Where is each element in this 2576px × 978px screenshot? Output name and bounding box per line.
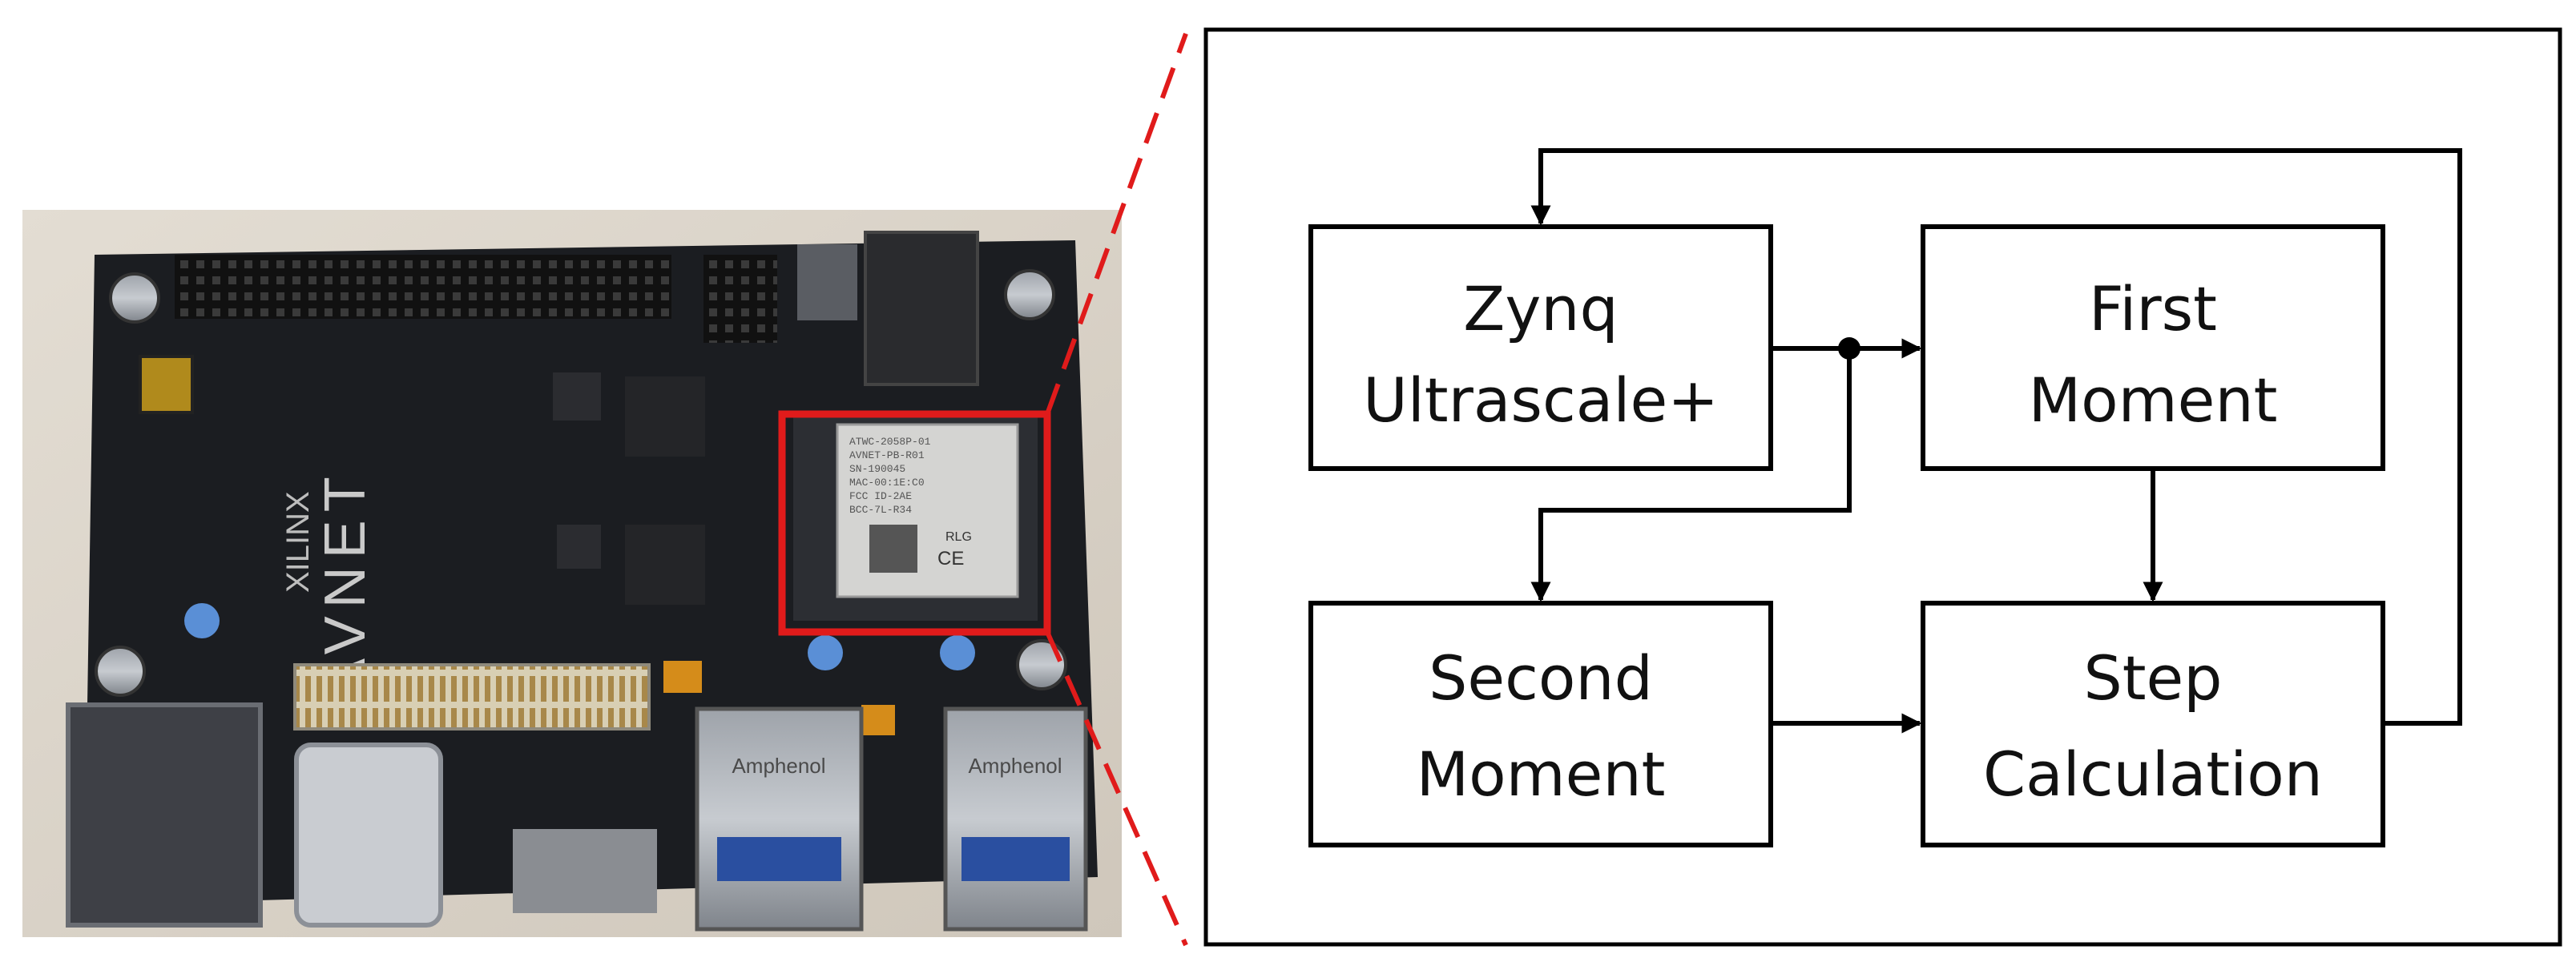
ic-chip <box>553 372 601 421</box>
node-step-calculation: Step Calculation <box>1921 601 2385 847</box>
power-jack <box>864 231 979 386</box>
node-second-line-2: Moment <box>1417 739 1666 810</box>
node-zynq-line-2: Ultrascale+ <box>1363 364 1719 436</box>
usb-small <box>797 244 857 320</box>
node-step-line-2: Calculation <box>1983 739 2323 810</box>
board-brand-silkscreen: AVNET <box>313 469 377 697</box>
zoom-leader-bottom <box>1045 630 1188 947</box>
diagram: Zynq Ultrascale+ First Moment Second Mom… <box>1308 148 2462 847</box>
small-header <box>703 255 777 343</box>
user-button <box>808 635 843 670</box>
mount-screw <box>1004 269 1055 320</box>
node-first-line-1: First <box>2089 273 2217 344</box>
node-step-line-1: Step <box>2083 642 2222 714</box>
chip-text-line: AVNET-PB-R01 <box>849 449 925 461</box>
edge-zynq-to-second <box>1530 348 1852 602</box>
connector-text-2: Amphenol <box>968 754 1062 778</box>
chip-text-line: FCC ID-2AE <box>849 490 912 502</box>
wifi-module: ATWC-2058P-01AVNET-PB-R01SN-190045MAC-00… <box>793 417 1038 621</box>
connector-text-1: Amphenol <box>732 754 825 778</box>
board-vendor-silkscreen: XILINX <box>280 491 316 593</box>
boot-switch <box>139 355 194 414</box>
gpio-header <box>175 255 671 319</box>
usb-port-2: Amphenol <box>943 706 1088 932</box>
user-button <box>184 603 220 638</box>
edge-step-to-zynq <box>1530 148 2462 726</box>
mount-screw <box>1016 639 1067 690</box>
qr-code <box>869 525 917 573</box>
chip-text-line: BCC-7L-R34 <box>849 504 912 516</box>
display-port <box>513 829 657 913</box>
user-button <box>940 635 975 670</box>
node-first-line-2: Moment <box>2029 364 2278 436</box>
usb-port-1: Amphenol <box>695 706 864 932</box>
node-zynq: Zynq Ultrascale+ <box>1308 224 1773 471</box>
chip-text-line: SN-190045 <box>849 463 905 475</box>
ic-chip <box>557 525 601 569</box>
mount-screw <box>109 272 160 324</box>
chip-mark-ce: CE <box>937 548 964 569</box>
ic-chip <box>625 376 705 457</box>
board-photo: AVNET XILINX Amphenol Amphenol <box>22 210 1122 937</box>
b2b-connector <box>293 663 651 730</box>
wifi-module-label: ATWC-2058P-01AVNET-PB-R01SN-190045MAC-00… <box>849 436 931 516</box>
capacitor <box>663 661 702 693</box>
node-second-line-1: Second <box>1429 642 1653 714</box>
capacitor <box>861 705 895 735</box>
zoom-highlight-box <box>778 410 1051 636</box>
usb-c-port <box>294 743 443 928</box>
zoom-leader-top <box>1045 32 1188 416</box>
chip-text-line: MAC-00:1E:C0 <box>849 477 925 489</box>
mount-screw <box>95 646 146 697</box>
node-first-moment: First Moment <box>1921 224 2385 471</box>
sd-slot <box>66 702 263 928</box>
chip-text-line: ATWC-2058P-01 <box>849 436 931 448</box>
chip-mark-rlg: RLG <box>945 530 972 544</box>
node-zynq-line-1: Zynq <box>1463 273 1618 344</box>
node-second-moment: Second Moment <box>1308 601 1773 847</box>
ic-chip <box>625 525 705 605</box>
